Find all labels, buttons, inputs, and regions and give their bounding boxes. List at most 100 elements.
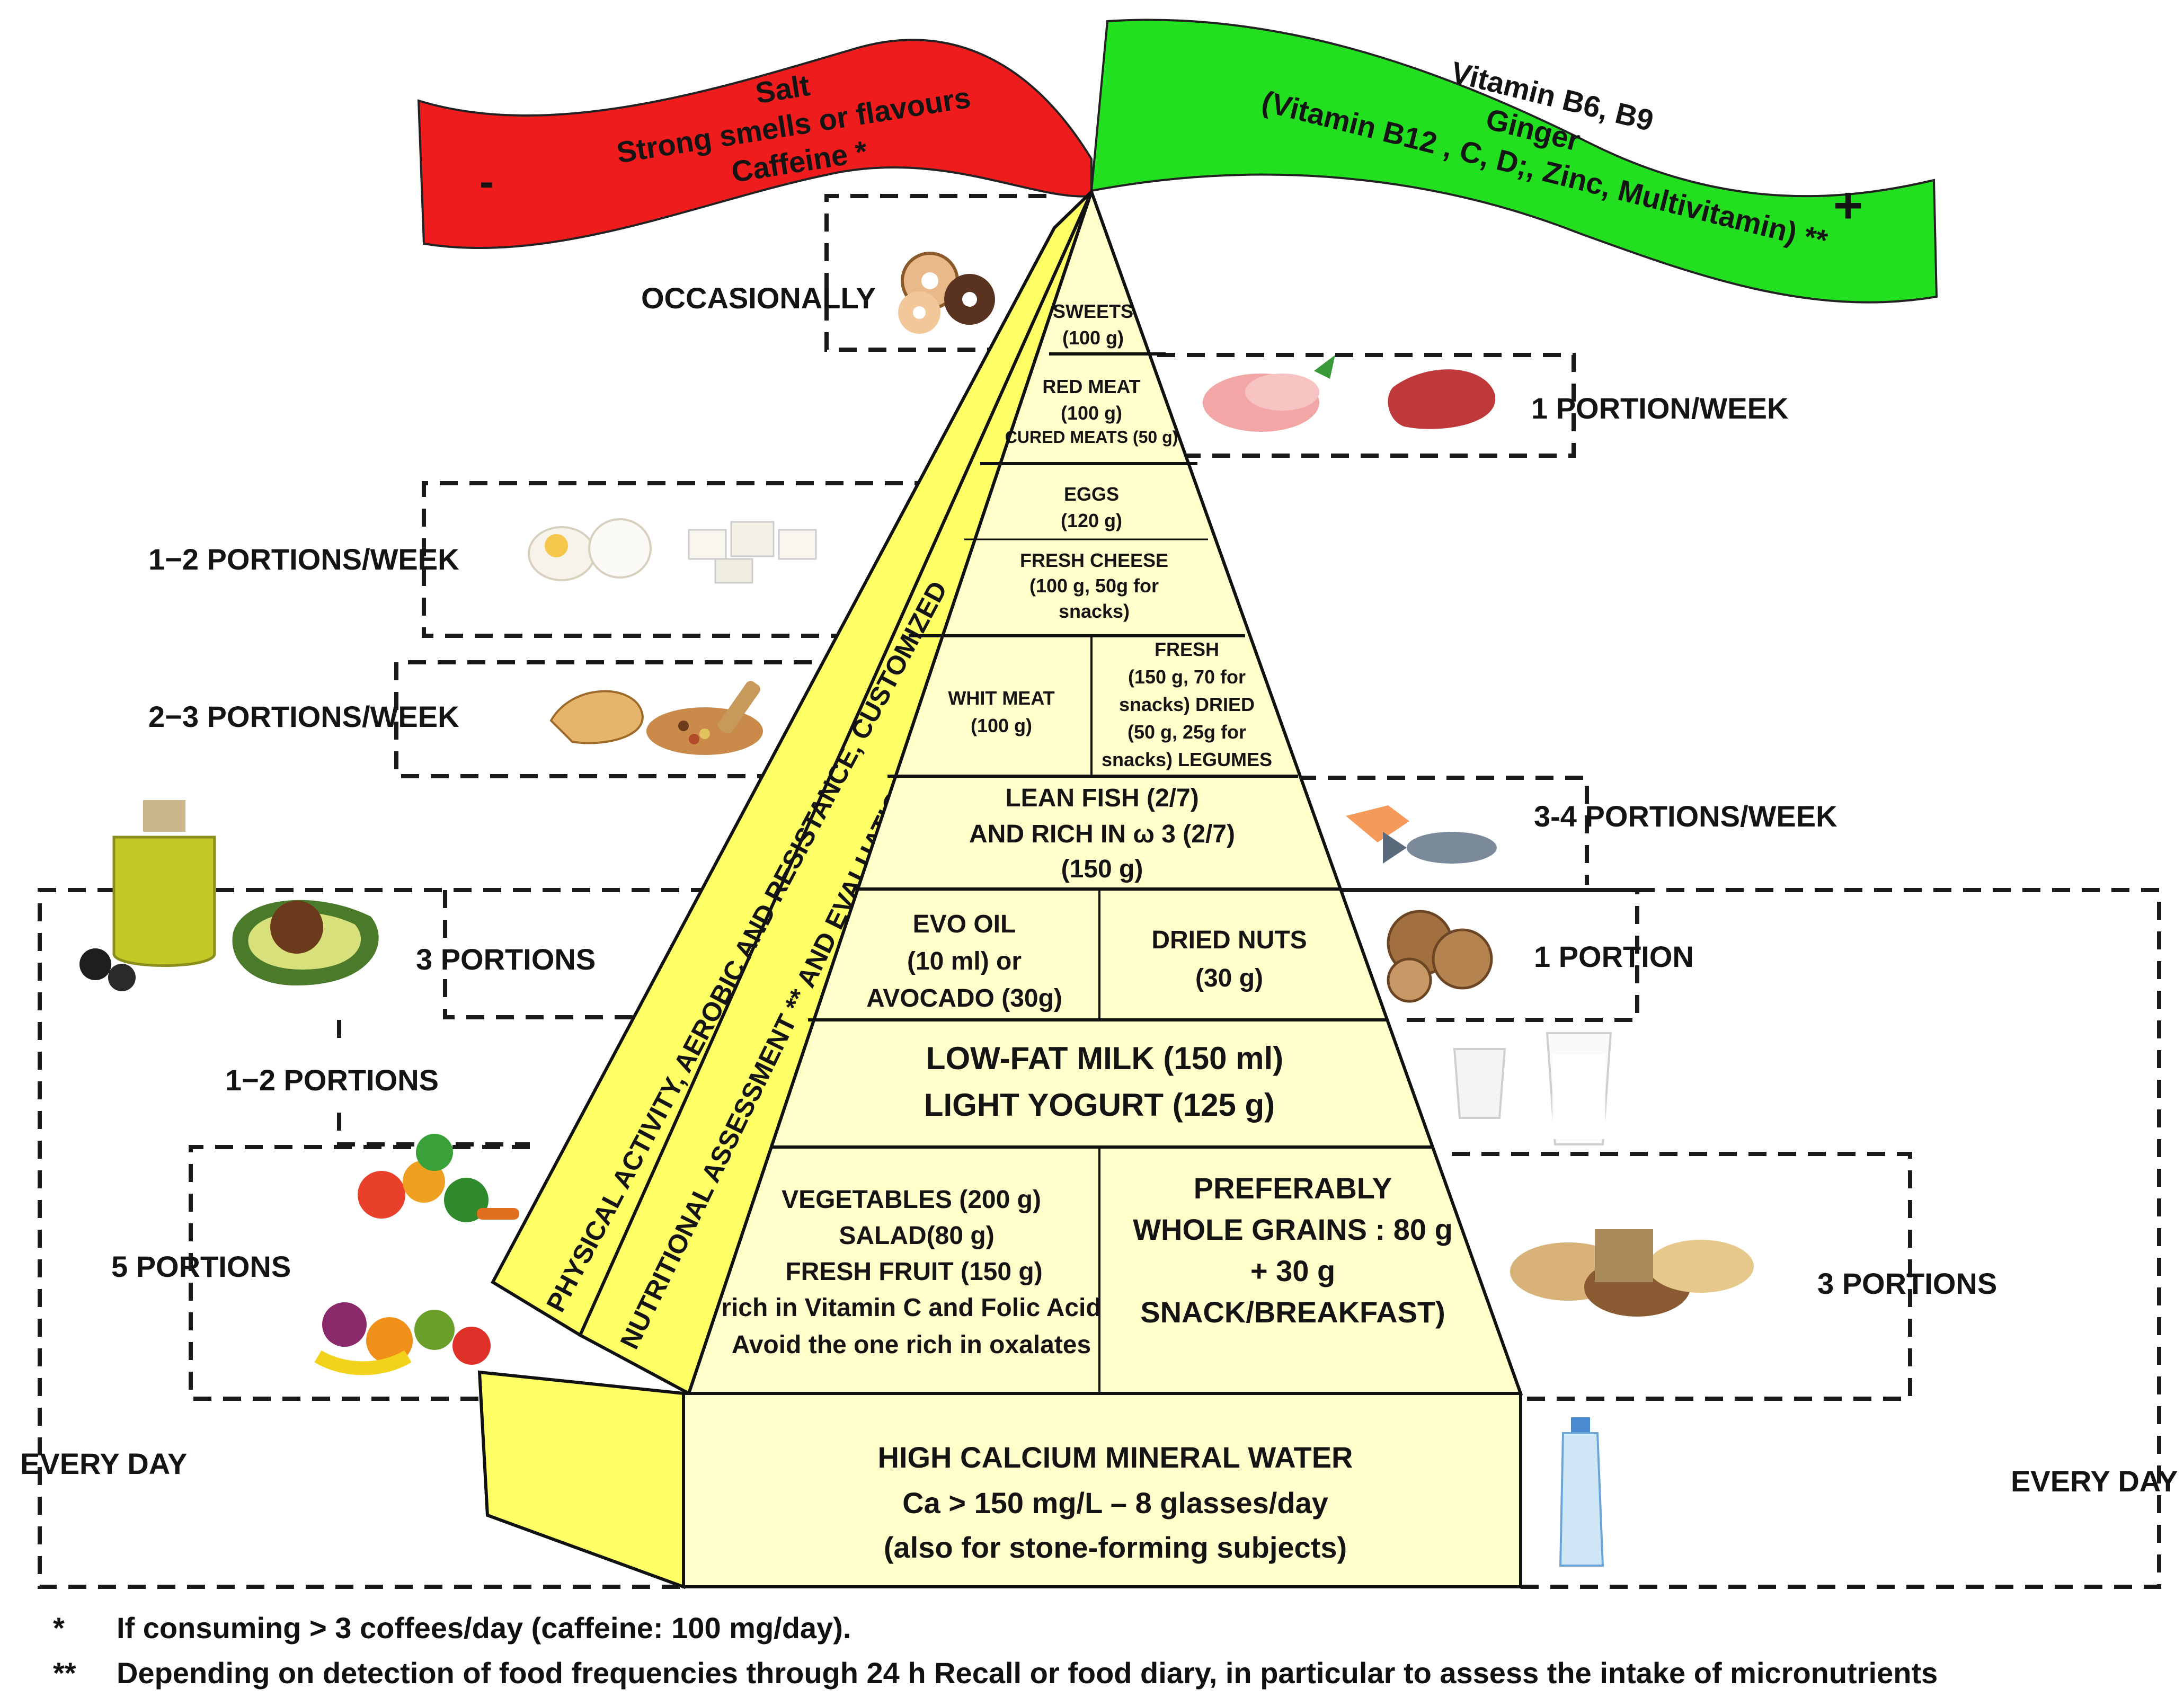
eggs-amount: (120 g)	[1061, 510, 1122, 531]
donuts-icon	[898, 252, 995, 334]
red-meat-label: RED MEAT	[1042, 376, 1140, 397]
nuts-line-1: DRIED NUTS	[1151, 926, 1307, 954]
plus-sign: +	[1833, 177, 1863, 234]
red-meat-amount: (100 g)	[1061, 402, 1122, 424]
nuts-line-2: (30 g)	[1195, 964, 1263, 992]
grains-line-1: PREFERABLY	[1194, 1171, 1392, 1205]
frame-occasionally	[824, 194, 1060, 352]
water-bottle-icon	[1559, 1417, 1604, 1567]
frequency-labels: OCCASIONALLY 1 PORTION/WEEK 1−2 PORTIONS…	[20, 281, 2178, 1498]
legumes-line-1: FRESH	[1155, 638, 1219, 660]
walnuts-icon	[1387, 910, 1493, 1003]
minus-sign: -	[480, 158, 494, 205]
eggs-icon	[528, 518, 652, 581]
cheese-label: FRESH CHEESE	[1020, 549, 1168, 571]
freq-one-two-portions: 1−2 PORTIONS	[225, 1063, 439, 1097]
eggs-label: EGGS	[1064, 483, 1119, 505]
base-side-panel	[477, 1370, 685, 1589]
tier-vegetables: VEGETABLES (200 g) SALAD(80 g) FRESH FRU…	[721, 1186, 1101, 1359]
freq-occasionally: OCCASIONALLY	[641, 281, 876, 315]
freq-every-day-right: EVERY DAY	[2011, 1464, 2178, 1498]
fish-line-1: LEAN FISH (2/7)	[1005, 784, 1198, 812]
tier-dried-nuts: DRIED NUTS (30 g)	[1151, 926, 1307, 992]
freq-one-portion: 1 PORTION	[1534, 940, 1694, 973]
pyramid	[682, 186, 1523, 1588]
milk-glass-icon	[1546, 1032, 1612, 1145]
grains-line-3: + 30 g	[1250, 1254, 1335, 1287]
frame-every-day	[38, 888, 2161, 1589]
sweets-amount: (100 g)	[1062, 327, 1124, 349]
water-line-3: (also for stone-forming subjects)	[884, 1531, 1347, 1564]
tier-milk: LOW-FAT MILK (150 ml) LIGHT YOGURT (125 …	[924, 1041, 1283, 1123]
water-line-1: HIGH CALCIUM MINERAL WATER	[878, 1441, 1353, 1474]
frame-two-three-per-week	[394, 660, 901, 778]
footnote-caffeine-mark: *	[53, 1611, 65, 1645]
freq-three-portions-left: 3 PORTIONS	[416, 943, 596, 976]
tier-fresh-cheese: FRESH CHEESE (100 g, 50g for snacks)	[1020, 549, 1168, 622]
frame-three-portions-right	[1452, 1152, 1912, 1401]
freq-five-portions: 5 PORTIONS	[111, 1250, 291, 1283]
yogurt-line: LIGHT YOGURT (125 g)	[924, 1087, 1275, 1123]
tier-white-meat: WHIT MEAT (100 g)	[948, 687, 1054, 736]
cheese-snacks: snacks)	[1059, 600, 1130, 622]
veg-line-3: FRESH FRUIT (150 g)	[785, 1258, 1042, 1286]
fish-line-3: (150 g)	[1061, 855, 1143, 883]
chicken-icon	[549, 690, 644, 744]
tier-fish: LEAN FISH (2/7) AND RICH IN ω 3 (2/7) (1…	[969, 784, 1235, 883]
veg-line-4: rich in Vitamin C and Folic Acid	[721, 1294, 1101, 1322]
red-meat-icon	[1388, 369, 1496, 429]
tier-grains: PREFERABLY WHOLE GRAINS : 80 g + 30 g SN…	[1133, 1171, 1453, 1329]
grains-line-2: WHOLE GRAINS : 80 g	[1133, 1213, 1453, 1246]
tier-evo-oil: EVO OIL (10 ml) or AVOCADO (30g)	[866, 910, 1062, 1012]
veg-line-1: VEGETABLES (200 g)	[782, 1186, 1041, 1214]
legumes-line-2: (150 g, 70 for	[1128, 666, 1246, 688]
freq-three-portions-right: 3 PORTIONS	[1817, 1267, 1997, 1300]
tier-red-meat: RED MEAT (100 g) CURED MEATS (50 g)	[1005, 376, 1178, 447]
footnote-assessment-mark: **	[53, 1656, 76, 1690]
tier-sweets: SWEETS (100 g)	[1053, 300, 1133, 349]
legumes-line-4: (50 g, 25g for	[1127, 721, 1246, 743]
cheese-amount: (100 g, 50g for	[1029, 575, 1159, 597]
dashed-frames	[38, 194, 2161, 1589]
frame-three-four-per-week	[1298, 776, 1589, 885]
veg-line-5: Avoid the one rich in oxalates	[732, 1331, 1091, 1359]
cured-meats-label: CURED MEATS (50 g)	[1005, 428, 1178, 447]
footnote-assessment: ** Depending on detection of food frequen…	[53, 1656, 1938, 1690]
freq-three-four-per-week: 3-4 PORTIONS/WEEK	[1534, 799, 1837, 833]
footnote-assessment-text: Depending on detection of food frequenci…	[117, 1656, 1938, 1690]
fish-line-2: AND RICH IN ω 3 (2/7)	[969, 820, 1235, 848]
freq-two-three-per-week: 2−3 PORTIONS/WEEK	[148, 700, 459, 733]
limit-banner: Salt Strong smells or flavours Caffeine …	[417, 39, 1093, 250]
olive-oil-icon	[79, 800, 216, 991]
frame-one-per-week	[1038, 353, 1576, 458]
water-line-2: Ca > 150 mg/L – 8 glasses/day	[902, 1486, 1328, 1520]
frame-five-portions	[189, 1145, 689, 1401]
footnote-caffeine-text: If consuming > 3 coffees/day (caffeine: …	[117, 1611, 851, 1645]
footnote-caffeine: * If consuming > 3 coffees/day (caffeine:…	[53, 1611, 851, 1645]
cheese-icon	[688, 521, 817, 584]
white-meat-label: WHIT MEAT	[948, 687, 1054, 709]
legumes-line-3: snacks) DRIED	[1119, 694, 1255, 715]
freq-every-day-left: EVERY DAY	[20, 1447, 187, 1480]
tier-legumes: FRESH (150 g, 70 for snacks) DRIED (50 g…	[1102, 638, 1272, 770]
recommend-banner-shape	[1090, 19, 1938, 304]
legumes-line-5: snacks) LEGUMES	[1102, 749, 1272, 770]
tier-water: HIGH CALCIUM MINERAL WATER Ca > 150 mg/L…	[878, 1441, 1353, 1564]
white-meat-amount: (100 g)	[971, 715, 1032, 736]
grains-icon	[1510, 1229, 1754, 1317]
yogurt-icon	[1453, 1048, 1506, 1119]
salmon-icon	[1346, 805, 1409, 842]
water-tier	[682, 1392, 1522, 1588]
frame-one-two-portions-left	[337, 1020, 530, 1147]
freq-one-two-per-week: 1−2 PORTIONS/WEEK	[148, 543, 459, 576]
legumes-icon	[646, 681, 763, 755]
ham-icon	[1203, 355, 1335, 432]
frame-one-two-per-week	[422, 481, 943, 638]
freq-one-per-week: 1 PORTION/WEEK	[1531, 392, 1788, 425]
veg-line-2: SALAD(80 g)	[839, 1222, 994, 1250]
tier-eggs: EGGS (120 g)	[1061, 483, 1122, 531]
evo-oil-line-3: AVOCADO (30g)	[866, 984, 1062, 1012]
vegetables-icon	[358, 1134, 519, 1222]
fruit-icon	[314, 1302, 491, 1375]
avocado-icon	[232, 900, 379, 985]
